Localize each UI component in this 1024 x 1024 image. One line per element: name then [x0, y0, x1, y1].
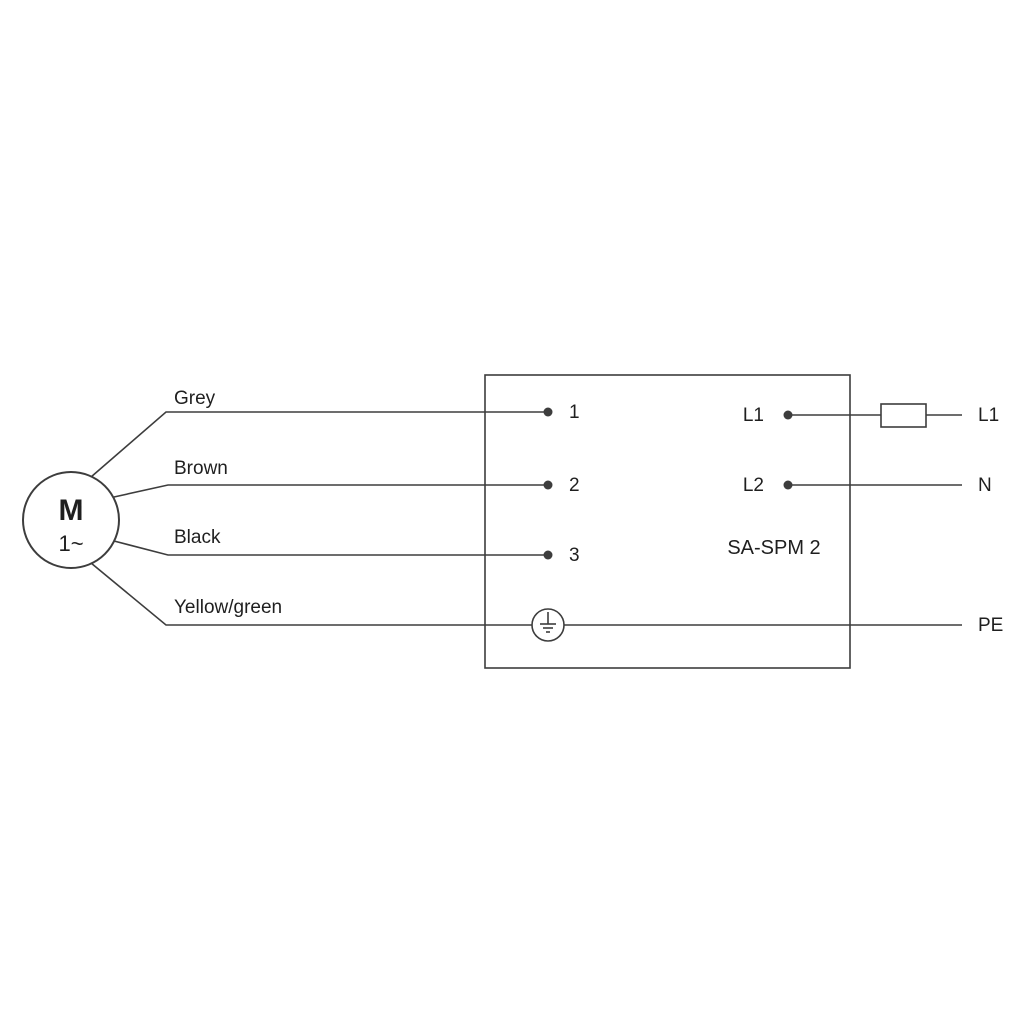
wire-black: Black 3 — [113, 527, 580, 566]
supply-l1-label: L1 — [978, 405, 999, 426]
motor-label: M — [59, 494, 84, 527]
wire-brown-label: Brown — [174, 458, 228, 479]
motor-phase-label: 1~ — [58, 531, 83, 556]
terminal-3-label: 3 — [569, 545, 580, 566]
terminal-3-dot — [543, 550, 553, 560]
wire-grey-line — [90, 411, 548, 478]
terminal-1-dot — [543, 407, 553, 417]
supply-pe-label: PE — [978, 615, 1003, 636]
controller-box — [484, 374, 851, 669]
output-l1-row: L1 L1 — [743, 403, 999, 428]
wire-yellow-green-label: Yellow/green — [174, 597, 282, 618]
terminal-2-label: 2 — [569, 475, 580, 496]
wire-black-line — [113, 540, 548, 556]
wire-yellow-green-line — [90, 562, 532, 626]
supply-n-label: N — [978, 475, 992, 496]
output-l2-row: L2 N — [743, 475, 992, 496]
wire-grey-label: Grey — [174, 388, 216, 409]
wire-yellow-green: Yellow/green — [90, 562, 532, 626]
motor-circle — [22, 471, 120, 569]
fuse-icon — [880, 403, 927, 428]
motor-symbol: M 1~ — [22, 471, 120, 569]
terminal-1-label: 1 — [569, 402, 580, 423]
output-pe-row: PE — [564, 615, 1003, 636]
earth-ground-icon — [531, 608, 565, 642]
terminal-l2-label: L2 — [743, 475, 764, 496]
terminal-l1-label: L1 — [743, 405, 764, 426]
wire-brown: Brown 2 — [113, 458, 580, 498]
wire-black-label: Black — [174, 527, 221, 548]
terminal-2-dot — [543, 480, 553, 490]
controller-name-label: SA-SPM 2 — [727, 537, 820, 559]
wire-grey: Grey 1 — [90, 388, 580, 478]
wire-brown-line — [113, 484, 548, 498]
